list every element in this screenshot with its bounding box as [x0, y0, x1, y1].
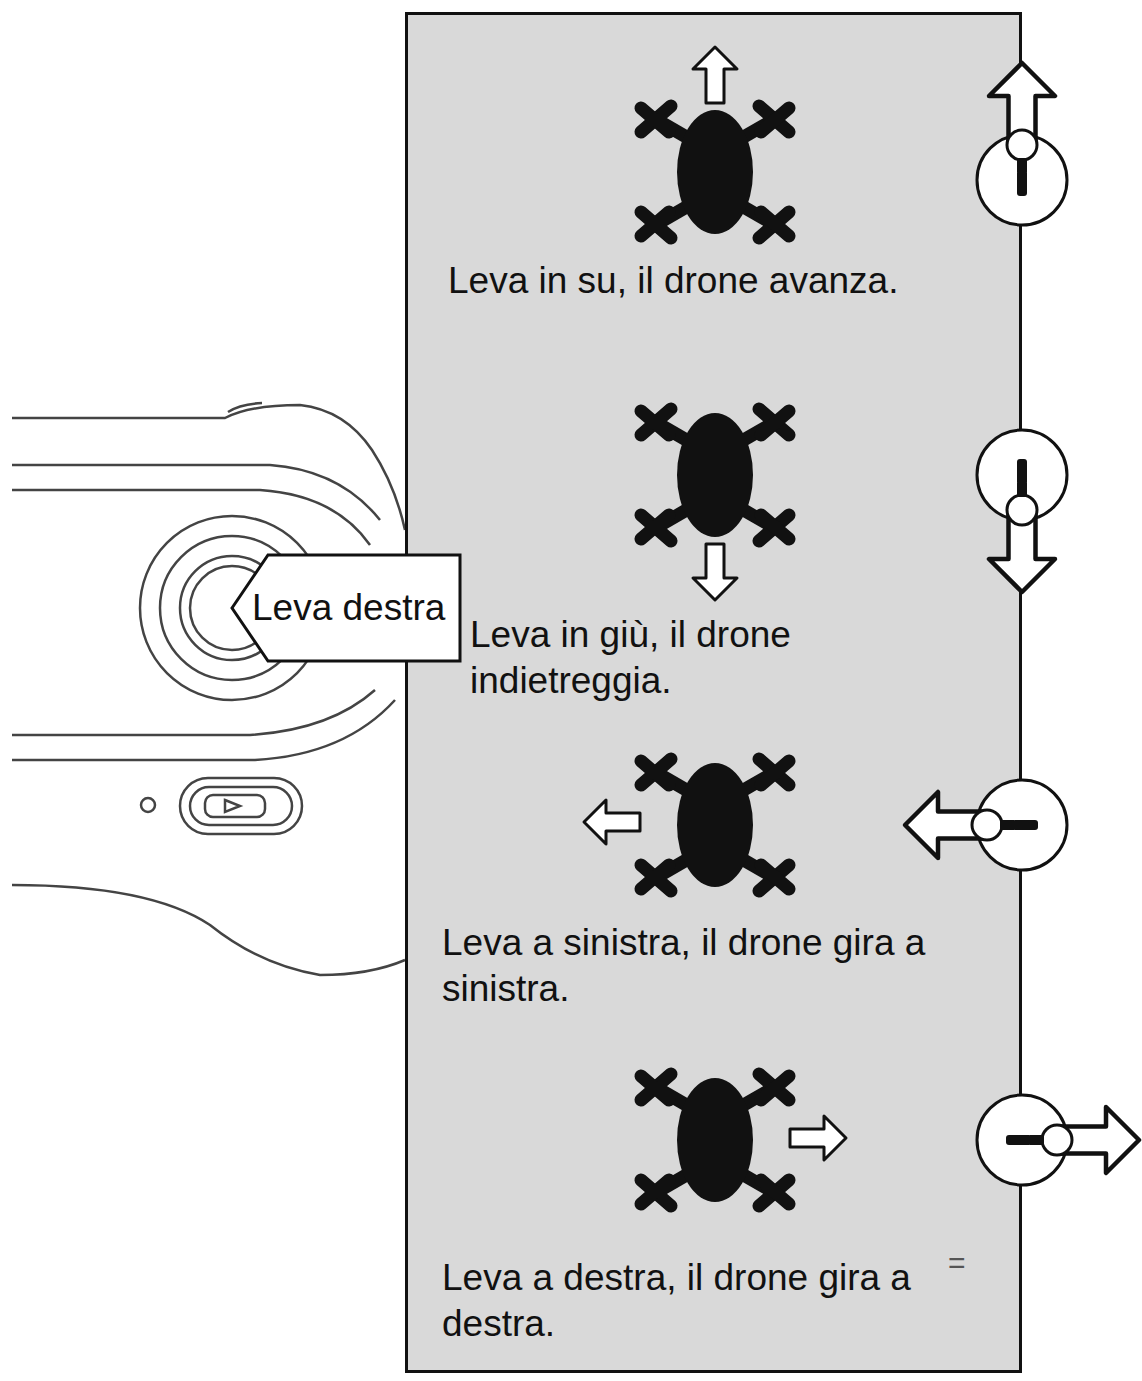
caption-text: Leva in su, il drone avanza. [448, 258, 1013, 304]
callout-shape [232, 555, 460, 661]
callout-label: Leva destra [252, 585, 445, 631]
note-label: = [948, 1240, 966, 1286]
caption-text: Leva a destra, il drone gira a destra. [442, 1255, 1002, 1347]
callout-arrow: Leva destra [232, 555, 460, 661]
instruction-panel: Leva in su, il drone avanza. Leva in giù,… [405, 12, 1022, 1373]
caption-text: Leva a sinistra, il drone gira a sinistr… [442, 920, 1002, 1012]
caption-text: Leva in giù, il drone indietreggia. [470, 612, 890, 704]
